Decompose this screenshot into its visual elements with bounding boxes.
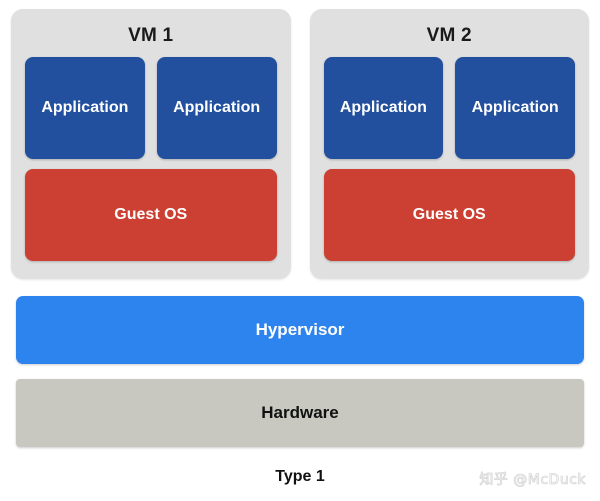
vm-row: VM 1 Application Application Guest OS VM…	[11, 9, 589, 279]
application-row-vm1: Application Application	[25, 57, 277, 159]
application-box-vm1-1: Application	[25, 57, 145, 159]
application-box-vm1-2: Application	[156, 57, 277, 159]
application-box-vm2-1: Application	[323, 57, 444, 159]
vm-container-1: VM 1 Application Application Guest OS	[11, 9, 291, 279]
hypervisor-layer: Hypervisor	[16, 296, 584, 364]
watermark-label: 知乎 @McDuck	[479, 472, 586, 489]
application-box-vm2-2: Application	[455, 57, 575, 159]
vm-title-2: VM 2	[426, 25, 472, 46]
vm-title-1: VM 1	[128, 25, 174, 46]
guest-os-box-vm2: Guest OS	[323, 169, 575, 261]
diagram-caption: Type 1	[275, 468, 325, 485]
application-row-vm2: Application Application	[323, 57, 575, 159]
guest-os-box-vm1: Guest OS	[25, 169, 277, 261]
vm-container-2: VM 2 Application Application Guest OS	[309, 9, 589, 279]
hardware-layer: Hardware	[16, 379, 584, 447]
